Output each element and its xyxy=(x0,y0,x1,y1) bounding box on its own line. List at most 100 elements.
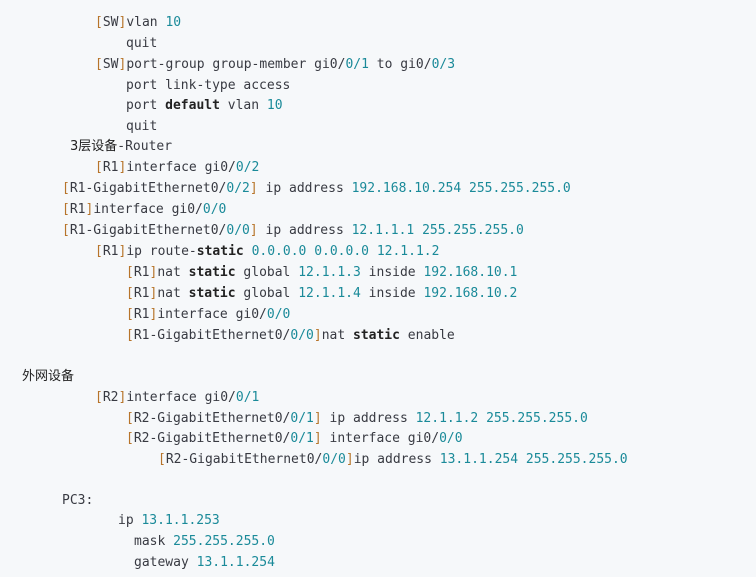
bracket-token: ] xyxy=(345,452,354,467)
code-token: port link-type access xyxy=(126,78,291,93)
code-token: SW xyxy=(102,15,119,30)
code-token: R1-GigabitEthernet0/ xyxy=(69,181,227,196)
number-token: 0/0 xyxy=(266,307,291,322)
bracket-token: ] xyxy=(118,57,127,72)
bracket-token: ] xyxy=(149,265,158,280)
code-line: mask 255.255.255.0 xyxy=(134,531,275,552)
code-token: R1-GigabitEthernet0/ xyxy=(133,328,291,343)
bracket-token: ] xyxy=(313,431,322,446)
number-token: 192.168.10.2 xyxy=(423,286,518,301)
bracket-token: [ xyxy=(126,307,134,322)
number-token: 10 xyxy=(165,15,182,30)
code-token: ip address xyxy=(257,181,352,196)
code-token: quit xyxy=(126,119,158,134)
code-token: -Router xyxy=(117,139,173,154)
code-line: [R1]interface gi0/0/0 xyxy=(62,199,226,220)
number-token: 0/3 xyxy=(431,57,456,72)
code-token: R1 xyxy=(102,160,119,175)
bracket-token: ] xyxy=(118,160,127,175)
number-token: 0/0 xyxy=(202,202,227,217)
code-token xyxy=(369,244,377,259)
code-line: ip 13.1.1.253 xyxy=(118,510,220,531)
code-token: R1 xyxy=(69,202,86,217)
code-token xyxy=(478,411,486,426)
number-token: 0/0 xyxy=(439,431,463,446)
code-token: R1 xyxy=(133,307,150,322)
code-token: enable xyxy=(399,328,455,343)
keyword-token: static xyxy=(188,265,236,280)
number-token: 13.1.1.254 xyxy=(439,452,519,467)
code-token: inside xyxy=(360,265,424,280)
code-token xyxy=(306,244,314,259)
code-token: mask xyxy=(134,534,174,549)
bracket-token: ] xyxy=(118,15,127,30)
number-token: 0/1 xyxy=(345,57,369,72)
number-token: 0/2 xyxy=(226,181,250,196)
code-line: [R1]interface gi0/0/2 xyxy=(95,157,259,178)
number-token: 12.1.1.1 xyxy=(351,223,415,238)
code-token: nat xyxy=(157,265,189,280)
code-line: quit xyxy=(126,33,157,54)
number-token: 0/0 xyxy=(226,223,250,238)
code-line: quit xyxy=(126,116,157,137)
code-line: gateway 13.1.1.254 xyxy=(134,552,275,573)
code-line: port default vlan 10 xyxy=(126,95,283,116)
code-token: vlan xyxy=(126,15,166,30)
bracket-token: [ xyxy=(126,411,134,426)
code-token: interface gi0/ xyxy=(157,307,267,322)
keyword-token: static xyxy=(353,328,400,343)
code-token: SW xyxy=(102,57,119,72)
code-token: global xyxy=(235,286,299,301)
number-token: 10 xyxy=(266,98,283,113)
bracket-token: [ xyxy=(126,431,134,446)
bracket-token: ] xyxy=(118,244,127,259)
number-token: 0/2 xyxy=(235,160,260,175)
keyword-token: static xyxy=(188,286,236,301)
code-line: 3层设备-Router xyxy=(70,136,172,157)
code-token: R2-GigabitEthernet0/ xyxy=(133,431,291,446)
heading-text: 外网设备 xyxy=(22,369,75,384)
keyword-token: default xyxy=(165,98,220,113)
code-token: R1 xyxy=(133,286,150,301)
code-token: port-group group-member gi0/ xyxy=(126,57,346,72)
code-token: ip route- xyxy=(126,244,197,259)
number-token: 12.1.1.2 xyxy=(415,411,479,426)
code-token: R1-GigabitEthernet0/ xyxy=(69,223,227,238)
number-token: 192.168.10.1 xyxy=(423,265,518,280)
number-token: 0/0 xyxy=(290,328,314,343)
bracket-token: ] xyxy=(85,202,94,217)
number-token: 0.0.0.0 xyxy=(251,244,307,259)
number-token: 12.1.1.2 xyxy=(376,244,440,259)
bracket-token: [ xyxy=(126,328,134,343)
code-token: interface gi0/ xyxy=(93,202,203,217)
code-token: port xyxy=(126,98,166,113)
code-line: [R1-GigabitEthernet0/0/2] ip address 192… xyxy=(62,178,571,199)
code-line: [R2-GigabitEthernet0/0/0]ip address 13.1… xyxy=(158,449,628,470)
bracket-token: [ xyxy=(62,223,70,238)
heading-text: 3层设备 xyxy=(70,139,118,154)
code-token: R1 xyxy=(133,265,150,280)
code-token: ip address xyxy=(321,411,416,426)
code-token: R1 xyxy=(102,244,119,259)
code-token: interface gi0/ xyxy=(126,390,236,405)
code-token: PC3: xyxy=(62,493,94,508)
number-token: 12.1.1.3 xyxy=(298,265,361,280)
code-token xyxy=(414,223,422,238)
code-token: R2-GigabitEthernet0/ xyxy=(165,452,323,467)
number-token: 12.1.1.4 xyxy=(298,286,361,301)
bracket-token: ] xyxy=(149,286,158,301)
bracket-token: [ xyxy=(95,244,103,259)
bracket-token: ] xyxy=(313,411,322,426)
keyword-token: static xyxy=(196,244,244,259)
code-line: [R1-GigabitEthernet0/0/0] ip address 12.… xyxy=(62,220,524,241)
number-token: 0/1 xyxy=(290,411,314,426)
bracket-token: [ xyxy=(95,160,103,175)
number-token: 0/1 xyxy=(235,390,260,405)
number-token: 255.255.255.0 xyxy=(173,534,275,549)
code-line: port link-type access xyxy=(126,75,290,96)
code-token: nat xyxy=(157,286,189,301)
code-line: [SW]port-group group-member gi0/0/1 to g… xyxy=(95,54,455,75)
bracket-token: [ xyxy=(62,181,70,196)
number-token: 255.255.255.0 xyxy=(486,411,588,426)
code-token: ip xyxy=(118,513,142,528)
